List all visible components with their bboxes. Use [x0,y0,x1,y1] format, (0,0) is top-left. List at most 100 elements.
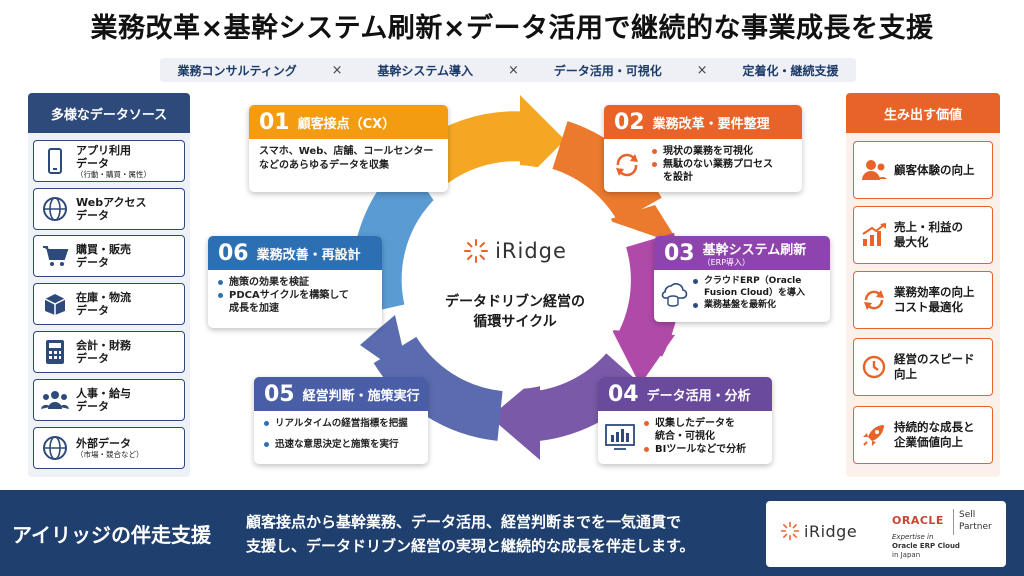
step-bullet: 施策の効果を検証 [218,276,372,289]
step-subtitle: （ERP導入） [702,258,751,267]
clock-icon [854,354,894,380]
step-number: 04 [608,381,639,407]
source-label: 会計・財務 データ [76,339,131,365]
source-item: Webアクセス データ [33,188,185,230]
partner-iridge-logo: iRidge [780,521,857,541]
source-label: 在庫・物流 データ [76,291,131,317]
partner-expertise: Expertise in Oracle ERP Cloud in Japan [892,533,960,560]
pillar-bar: 業務コンサルティング × 基幹システム導入 × データ活用・可視化 × 定着化・… [160,58,856,82]
step-bullet: 業務基盤を最新化 [693,299,805,311]
step-title: 基幹システム刷新 [702,243,807,258]
step-card-04: 04 データ活用・分析 収集したデータを 統合・可視化 BIツールなどで分析 [598,377,772,464]
source-sublabel: （市場・競合など） [76,450,144,459]
calculator-icon [34,339,76,365]
growth-chart-icon [854,222,894,248]
partner-badge: iRidge ORACLE Sell Partner Expertise in … [766,501,1006,567]
partner-divider [953,509,954,535]
expertise-product: Oracle ERP Cloud [892,542,960,550]
value-label: 経営のスピード 向上 [894,352,975,381]
source-label: 購買・販売 データ [76,243,131,269]
value-item: 経営のスピード 向上 [853,338,993,396]
data-sources-heading: 多様なデータソース [28,93,190,133]
cycle-arrow-4 [490,375,540,460]
step-header: 03 基幹システム刷新（ERP導入） [654,236,830,270]
step-title: 業務改革・要件整理 [652,116,770,132]
cart-icon [34,244,76,268]
cycle-arrow-1 [520,95,565,185]
cycle-icon [854,286,894,314]
source-item: 会計・財務 データ [33,331,185,373]
step-body-list: リアルタイムの経営指標を把握 迅速な意思決定と施策を実行 [254,411,428,457]
refresh-icon [616,153,638,176]
source-sublabel: （行動・購買・属性） [76,169,151,179]
value-label: 持続的な成長と 企業価値向上 [894,420,975,449]
value-label: 売上・利益の 最大化 [894,220,963,249]
step-header: 01 顧客接点（CX） [249,105,448,139]
footer-message: 顧客接点から基幹業務、データ活用、経営判断までを一気通貫で 支援し、データドリブ… [246,513,695,555]
step-header: 06 業務改善・再設計 [208,236,382,270]
step-title: 経営判断・施策実行 [302,388,420,404]
step-title: データ活用・分析 [646,388,751,404]
partner-logo-text: iRidge [804,521,858,541]
cycle-arrow-5 [360,315,410,380]
people-icon [34,388,76,412]
dashboard-icon [605,423,635,450]
iridge-mark-icon [780,521,800,541]
cycle-center-text: データドリブン経営の 循環サイクル [445,294,585,330]
step-bullet: BIツールなどで分析 [644,443,746,456]
step-title: 業務改善・再設計 [256,247,361,263]
pillar-separator: × [696,62,708,78]
globe-icon [34,196,76,222]
cycle-arrow-2 [607,205,680,245]
oracle-logo: ORACLE [892,514,944,527]
pillar-label: 定着化・継続支援 [742,63,839,78]
step-number: 02 [614,109,645,135]
step-card-06: 06 業務改善・再設計 施策の効果を検証 PDCAサイクルを構築して 成長を加速 [208,236,382,328]
source-label: Webアクセス データ [76,196,147,222]
pillar-label: 業務コンサルティング [177,63,297,78]
footer-lead: アイリッジの伴走支援 [12,522,211,547]
data-sources-panel: 多様なデータソース アプリ利用 データ（行動・購買・属性） Webアクセス デー… [28,93,190,477]
expertise-region: in Japan [892,551,921,559]
logo-text: iRidge [495,239,567,263]
users-icon [854,158,894,182]
step-bullet: PDCAサイクルを構築して 成長を加速 [218,289,372,315]
values-heading: 生み出す価値 [846,93,1000,133]
step-number: 06 [218,240,249,266]
step-card-02: 02 業務改革・要件整理 現状の業務を可視化 無駄のない業務プロセス を設計 [604,105,802,192]
page-title: 業務改革×基幹システム刷新×データ活用で継続的な事業成長を支援 [90,13,934,44]
source-item: 購買・販売 データ [33,235,185,277]
pillar-label: 基幹システム導入 [377,63,474,78]
value-item: 顧客体験の向上 [853,141,993,199]
rocket-icon [854,421,894,449]
value-item: 業務効率の向上 コスト最適化 [853,271,993,329]
step-bullet: 無駄のない業務プロセス を設計 [652,158,773,184]
pillar-separator: × [331,62,343,78]
iridge-mark-icon [464,239,489,263]
step-body-list: 施策の効果を検証 PDCAサイクルを構築して 成長を加速 [208,270,382,321]
step-bullet: 現状の業務を可視化 [652,145,773,158]
step-bullet: リアルタイムの経営指標を把握 [264,417,418,430]
step-number: 01 [259,109,290,135]
sell-partner-label: Sell Partner [959,510,992,532]
step-bullet: 収集したデータを 統合・可視化 [644,417,746,443]
iridge-logo: iRidge [435,238,595,264]
box-icon [34,292,76,316]
step-header: 02 業務改革・要件整理 [604,105,802,139]
source-label: アプリ利用 データ [76,143,131,170]
globe-icon [34,435,76,461]
source-item: 外部データ（市場・競合など） [33,427,185,469]
source-label: 外部データ [76,437,131,450]
step-card-01: 01 顧客接点（CX） スマホ、Web、店舗、コールセンター などのあらゆるデー… [249,105,448,192]
step-bullet: 迅速な意思決定と施策を実行 [264,438,418,451]
source-label: 人事・給与 データ [76,387,131,413]
step-header: 04 データ活用・分析 [598,377,772,411]
value-label: 顧客体験の向上 [894,162,975,177]
cloud-database-icon [661,283,688,307]
source-item: 人事・給与 データ [33,379,185,421]
step-number: 03 [664,240,695,266]
step-body: スマホ、Web、店舗、コールセンター などのあらゆるデータを収集 [259,146,434,171]
value-item: 持続的な成長と 企業価値向上 [853,406,993,464]
expertise-label: Expertise in [892,533,934,541]
step-title-wrap: 基幹システム刷新（ERP導入） [703,239,807,267]
